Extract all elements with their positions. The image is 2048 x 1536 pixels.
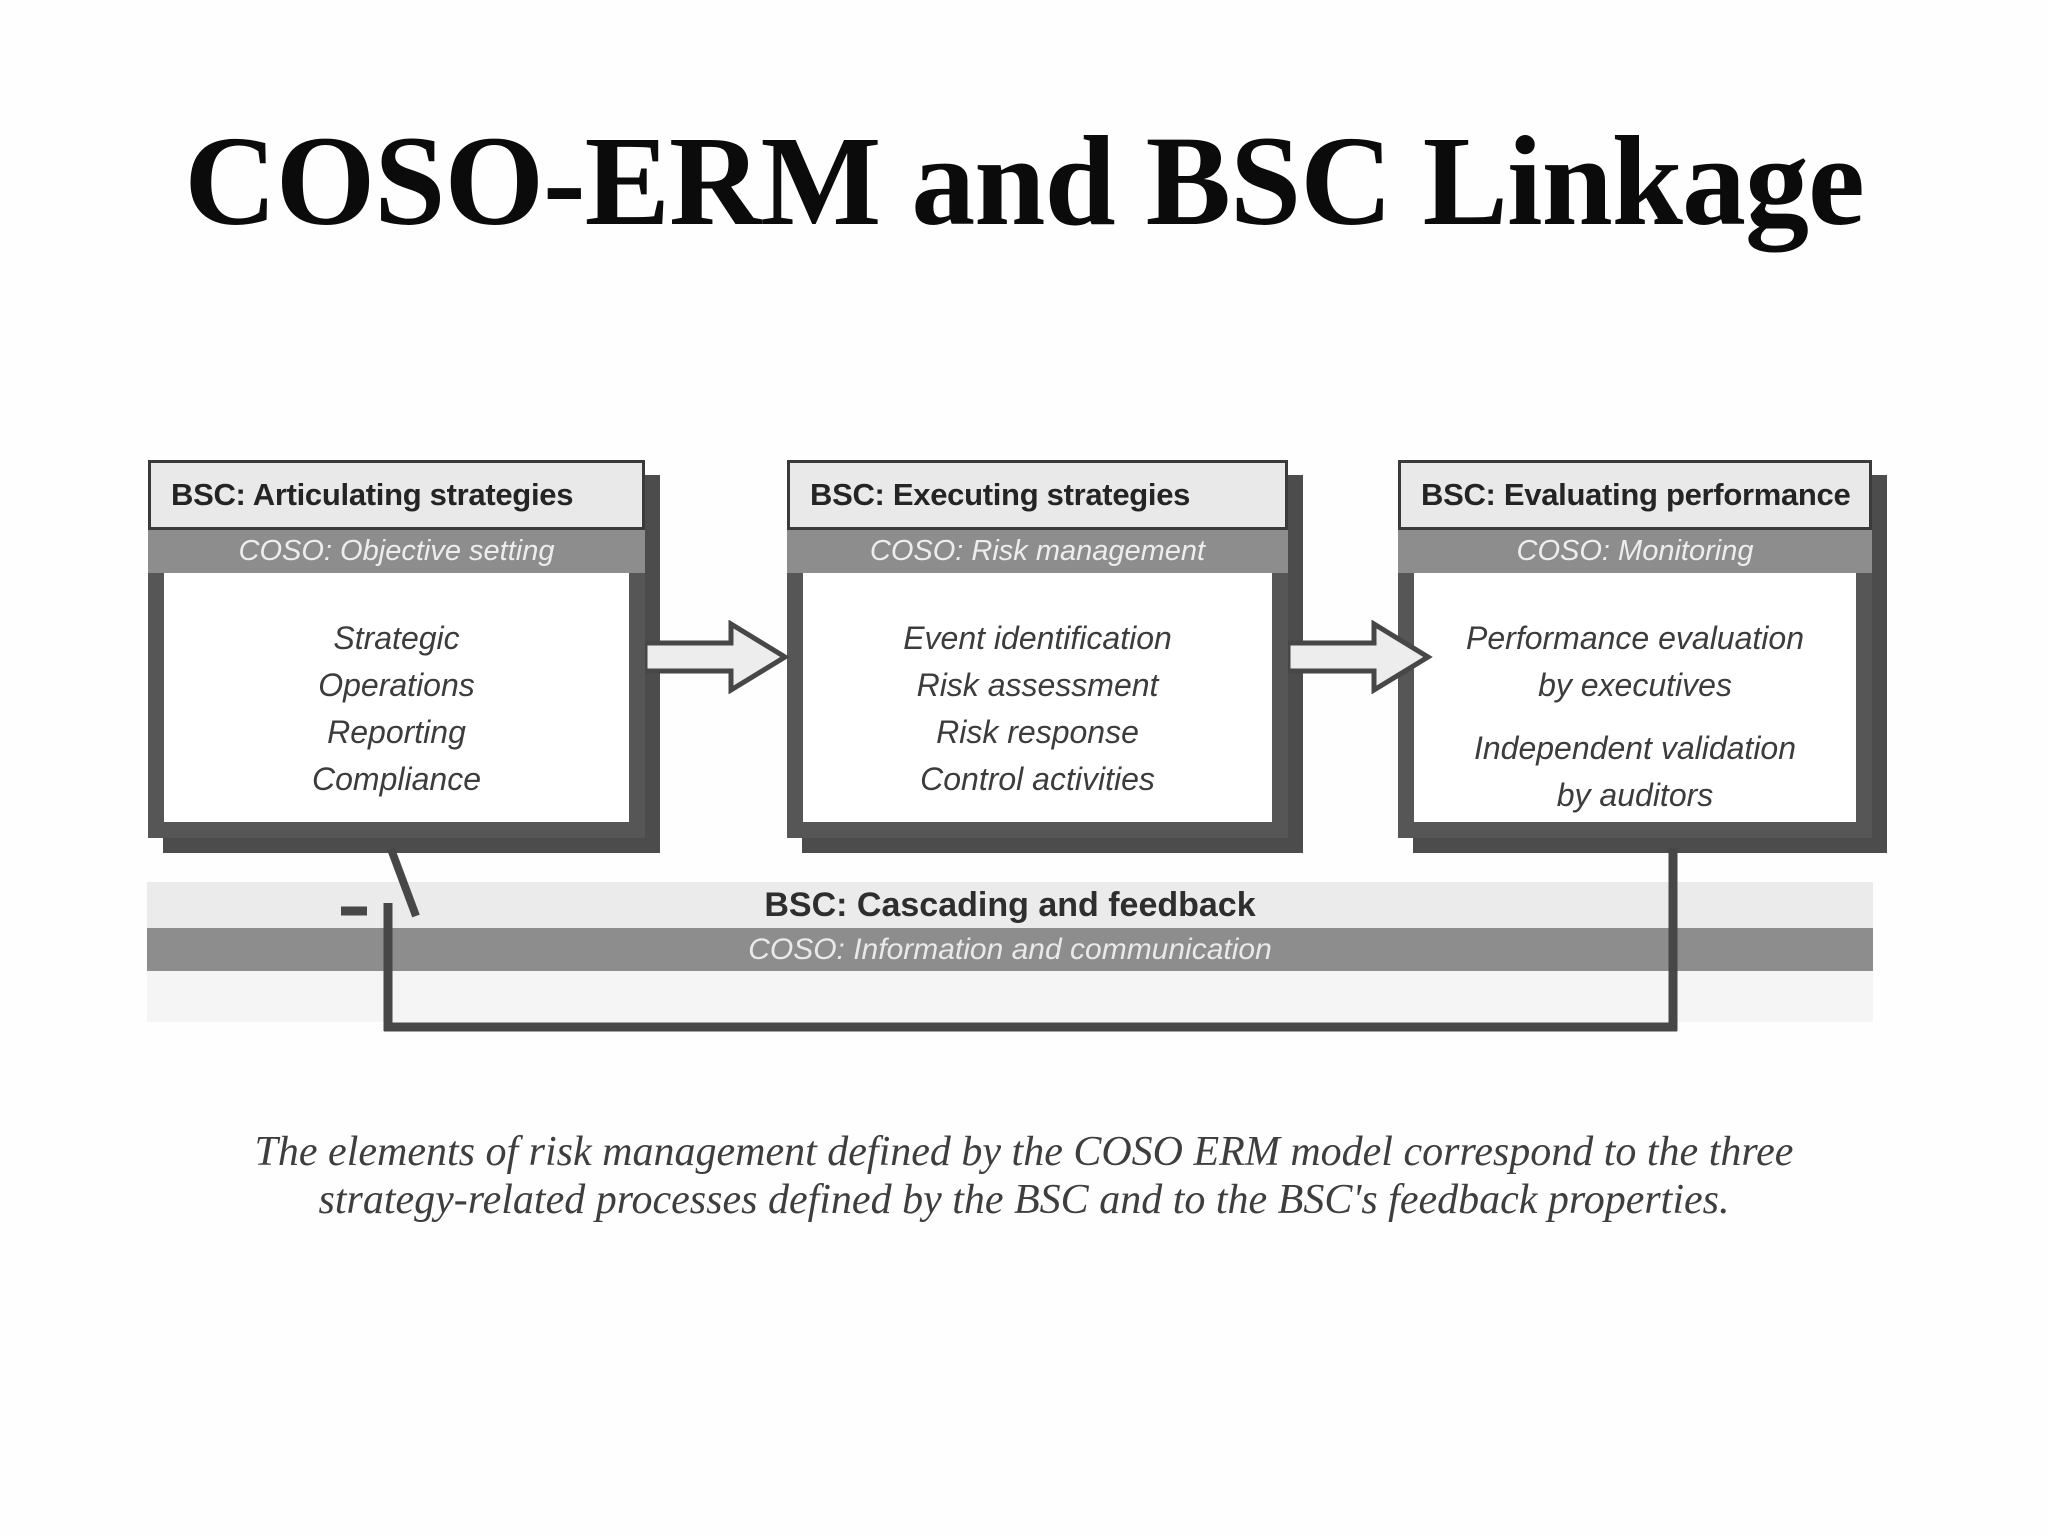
coso-band: COSO: Objective setting bbox=[148, 530, 645, 573]
information-band-label: COSO: Information and communication bbox=[748, 933, 1272, 966]
box-content: Event identification Risk assessment Ris… bbox=[787, 573, 1288, 838]
caption: The elements of risk management defined … bbox=[0, 1128, 2048, 1224]
content-item: Compliance bbox=[312, 761, 481, 797]
content-item: Strategic bbox=[333, 620, 460, 656]
coso-band: COSO: Risk management bbox=[787, 530, 1288, 573]
caption-line-1: The elements of risk management defined … bbox=[254, 1129, 1794, 1175]
bsc-header: BSC: Articulating strategies bbox=[148, 460, 645, 530]
cascading-band: BSC: Cascading and feedback bbox=[147, 882, 1873, 928]
information-band: COSO: Information and communication bbox=[147, 928, 1873, 971]
box-content: Performance evaluation by executives Ind… bbox=[1398, 573, 1872, 838]
flow-arrow-right-2-icon bbox=[1288, 620, 1433, 694]
content-item: Reporting bbox=[327, 714, 466, 750]
box-evaluating-performance: BSC: Evaluating performance COSO: Monito… bbox=[1398, 460, 1872, 838]
content-item: Performance evaluation by executives bbox=[1466, 620, 1804, 703]
caption-line-2: strategy-related processes defined by th… bbox=[318, 1177, 1730, 1223]
bsc-header: BSC: Executing strategies bbox=[787, 460, 1288, 530]
flow-arrow-right-1-icon bbox=[645, 620, 790, 694]
content-item: Risk assessment bbox=[916, 667, 1159, 703]
band-underlay bbox=[147, 971, 1873, 1022]
box-articulating-strategies: BSC: Articulating strategies COSO: Objec… bbox=[148, 460, 645, 838]
slide-title: COSO-ERM and BSC Linkage bbox=[184, 110, 1865, 252]
cascading-band-label: BSC: Cascading and feedback bbox=[764, 886, 1256, 924]
content-item: Event identification bbox=[903, 620, 1172, 656]
coso-band: COSO: Monitoring bbox=[1398, 530, 1872, 573]
content-item: Operations bbox=[318, 667, 475, 703]
box-content: Strategic Operations Reporting Complianc… bbox=[148, 573, 645, 838]
content-item: Independent validation by auditors bbox=[1473, 730, 1797, 813]
content-item: Risk response bbox=[936, 714, 1139, 750]
content-item: Control activities bbox=[920, 761, 1155, 797]
box-executing-strategies: BSC: Executing strategies COSO: Risk man… bbox=[787, 460, 1288, 838]
bsc-header: BSC: Evaluating performance bbox=[1398, 460, 1872, 530]
